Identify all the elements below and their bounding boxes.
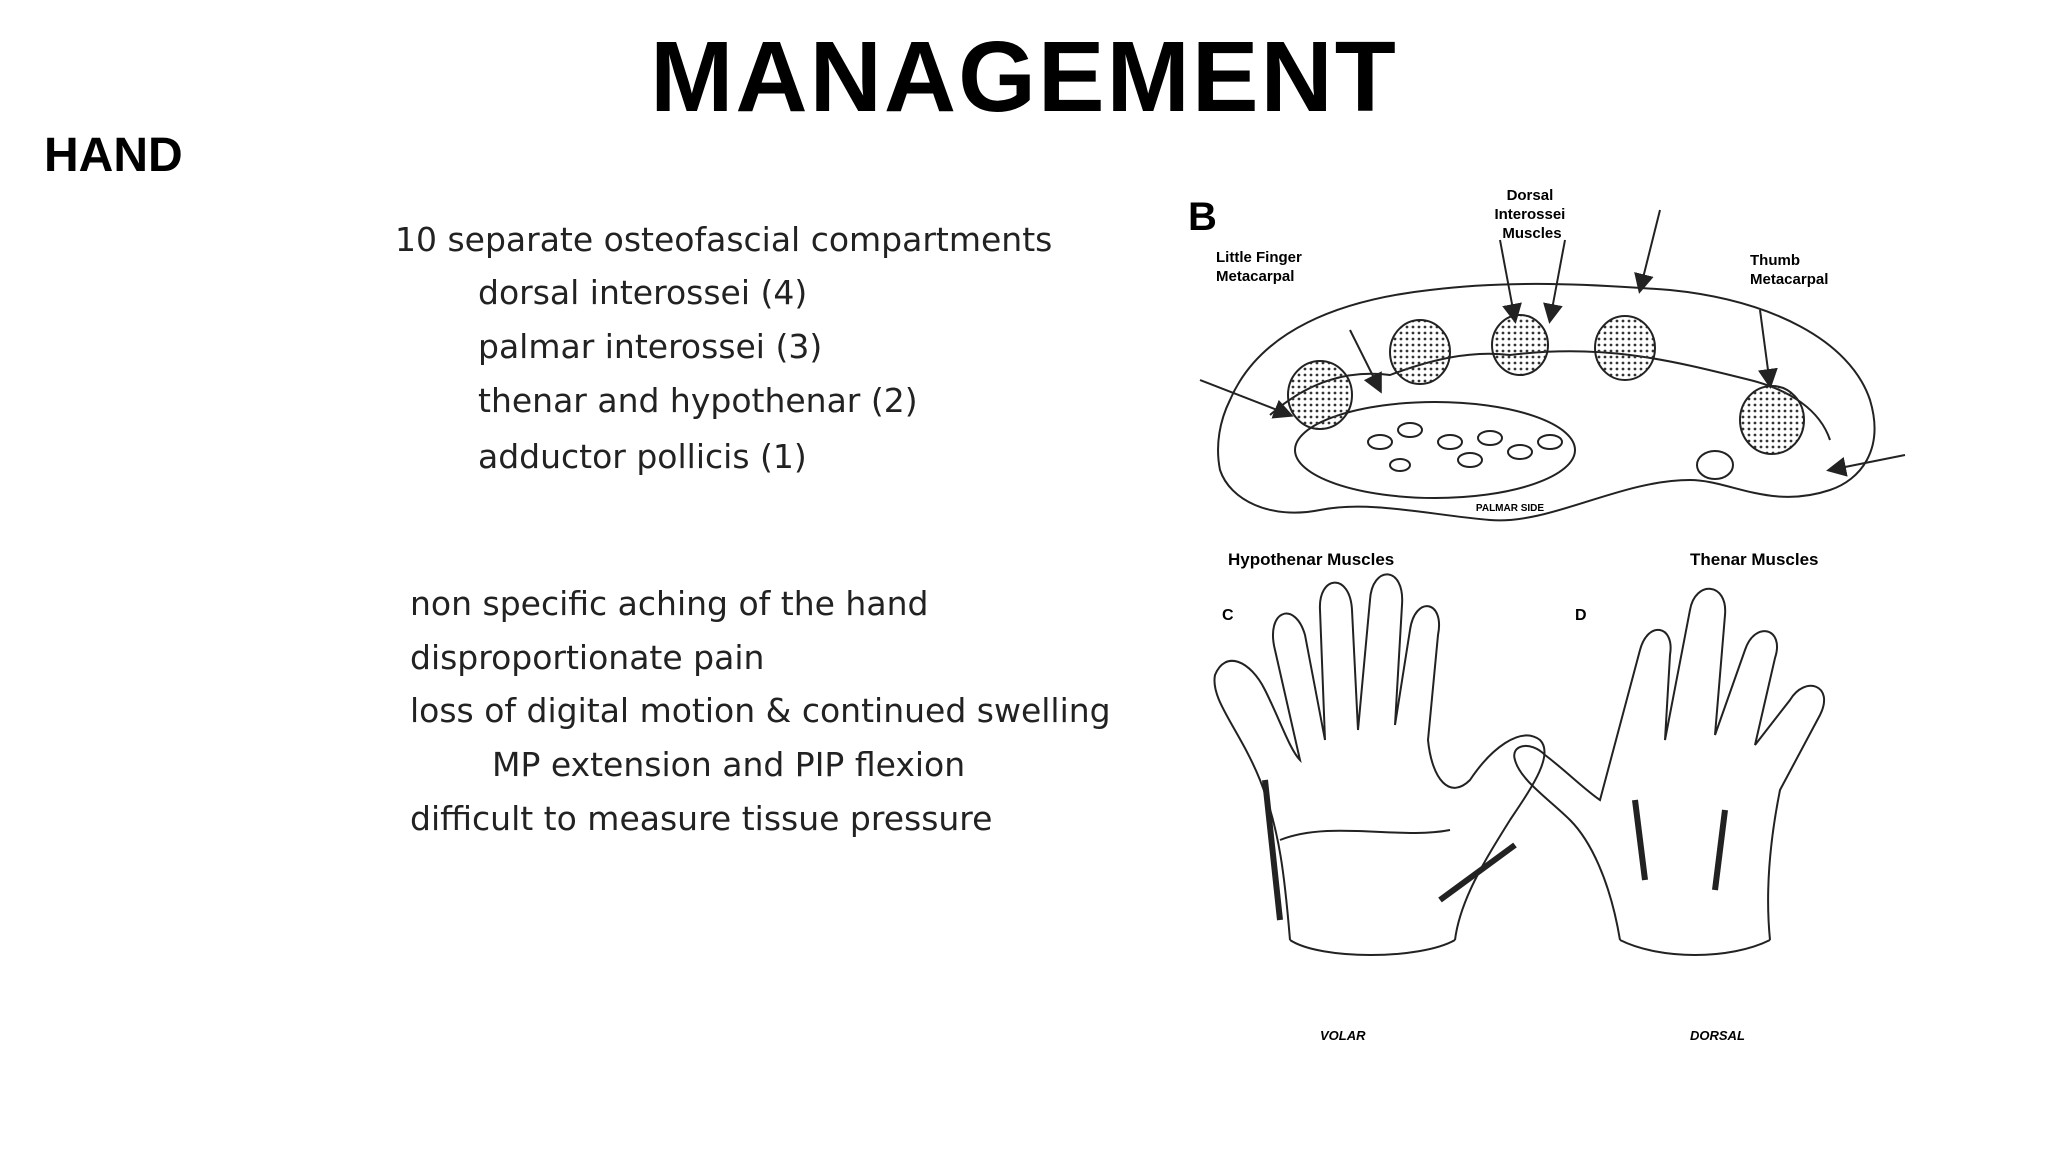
symptom-subitem: MP extension and PIP flexion <box>492 745 966 784</box>
slide-title: MANAGEMENT <box>650 21 1398 133</box>
symptom-item: difficult to measure tissue pressure <box>410 799 993 838</box>
compartment-item: dorsal interossei (4) <box>478 273 808 312</box>
cross-section-diagram <box>1199 209 1906 522</box>
dorsal-interossei-label: Dorsal Interossei Muscles <box>1494 187 1569 242</box>
symptom-item: non specific aching of the hand <box>410 584 929 623</box>
panel-d-label: D <box>1575 607 1587 624</box>
compartments-heading: 10 separate osteofascial compartments <box>395 220 1053 259</box>
compartment-item: thenar and hypothenar (2) <box>478 381 918 420</box>
thenar-label: Thenar Muscles <box>1690 550 1819 569</box>
volar-hand-drawing <box>1213 573 1546 956</box>
hand-compartment-figure: B Dorsal Interossei Muscles Little Finge… <box>1188 187 1906 1043</box>
panel-c-label: C <box>1222 607 1234 624</box>
symptom-item: loss of digital motion & continued swell… <box>410 691 1111 730</box>
compartment-item: adductor pollicis (1) <box>478 437 807 476</box>
dorsal-hand-drawing <box>1513 587 1826 956</box>
little-finger-label: Little Finger Metacarpal <box>1216 249 1306 285</box>
thumb-metacarpal-label: Thumb Metacarpal <box>1750 252 1828 288</box>
hypothenar-label: Hypothenar Muscles <box>1228 550 1394 569</box>
symptom-item: disproportionate pain <box>410 638 765 677</box>
palmar-side-label: PALMAR SIDE <box>1476 503 1544 514</box>
volar-label: VOLAR <box>1320 1028 1366 1043</box>
section-label: HAND <box>44 129 183 182</box>
compartment-item: palmar interossei (3) <box>478 327 823 366</box>
dorsal-view-label: DORSAL <box>1690 1028 1745 1043</box>
panel-b-label: B <box>1188 195 1217 239</box>
